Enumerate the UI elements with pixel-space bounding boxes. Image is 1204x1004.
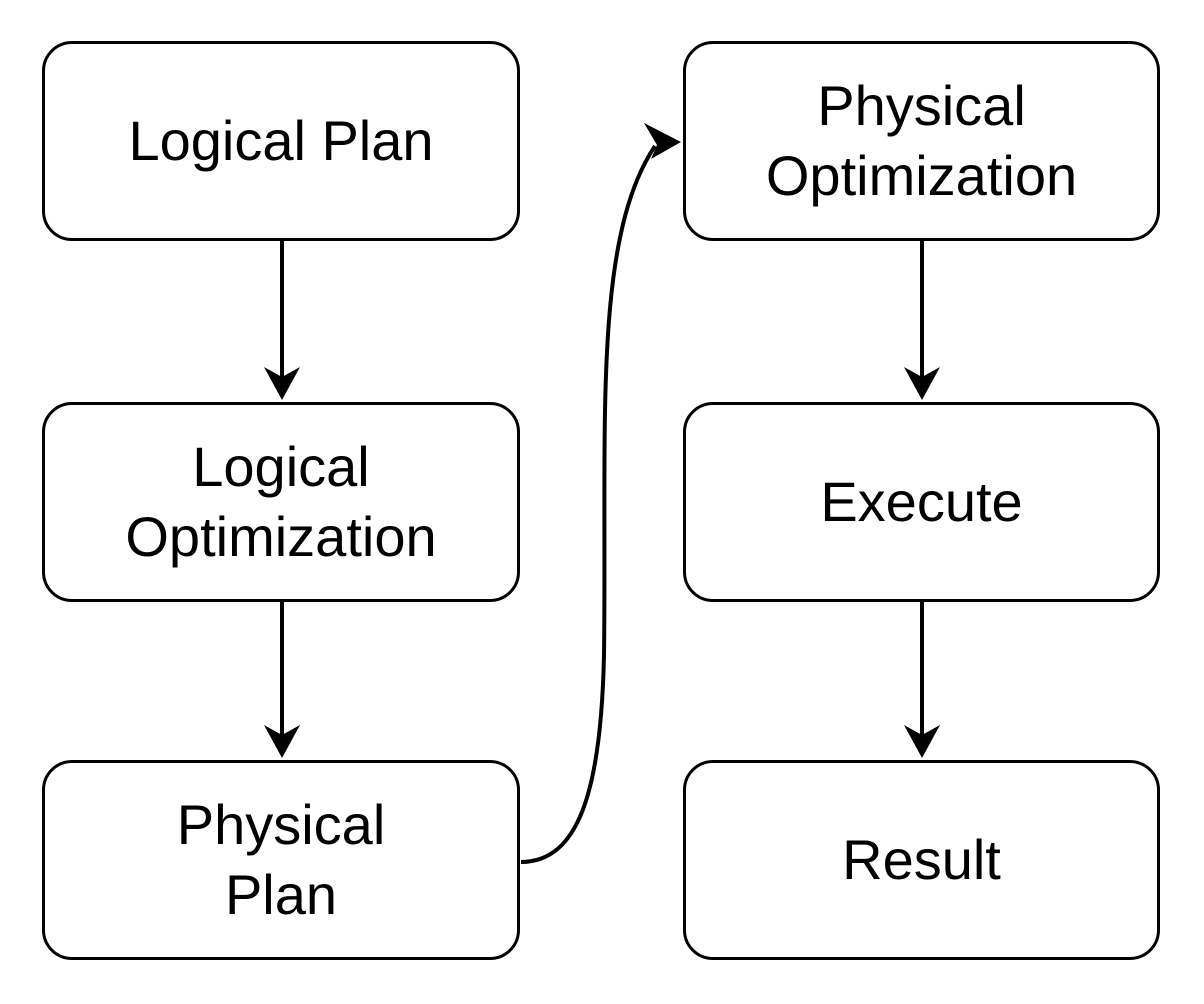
- node-label-line: Optimization: [765, 144, 1078, 207]
- node-label-line: Physical: [176, 793, 386, 856]
- edge-logical-plan-to-logical-optimization: [264, 240, 300, 400]
- node-logical-plan: Logical Plan: [42, 41, 520, 241]
- edge-execute-to-result: [904, 601, 940, 758]
- edge-curve: [520, 144, 657, 864]
- node-physical-plan: Physical Plan: [42, 760, 520, 960]
- node-execute: Execute: [683, 402, 1160, 602]
- node-label-line: Plan: [224, 863, 338, 926]
- arrowhead-down: [904, 367, 940, 400]
- arrowhead-right: [644, 123, 681, 159]
- node-physical-optimization: Physical Optimization: [683, 41, 1160, 241]
- node-label: Result: [842, 828, 1001, 891]
- arrowhead-down: [904, 725, 940, 758]
- node-label: Execute: [820, 470, 1023, 533]
- arrowhead-down: [264, 725, 300, 758]
- edge-logical-optimization-to-physical-plan: [264, 601, 300, 758]
- node-logical-optimization: Logical Optimization: [42, 402, 520, 602]
- node-result: Result: [683, 760, 1160, 960]
- node-label-line: Optimization: [125, 505, 437, 568]
- node-label-line: Logical: [192, 435, 370, 498]
- edge-physical-optimization-to-execute: [904, 240, 940, 400]
- node-label-line: Physical: [817, 74, 1026, 137]
- edge-physical-plan-to-physical-optimization: [520, 123, 681, 864]
- node-label: Logical Plan: [128, 109, 434, 172]
- arrowhead-down: [264, 367, 300, 400]
